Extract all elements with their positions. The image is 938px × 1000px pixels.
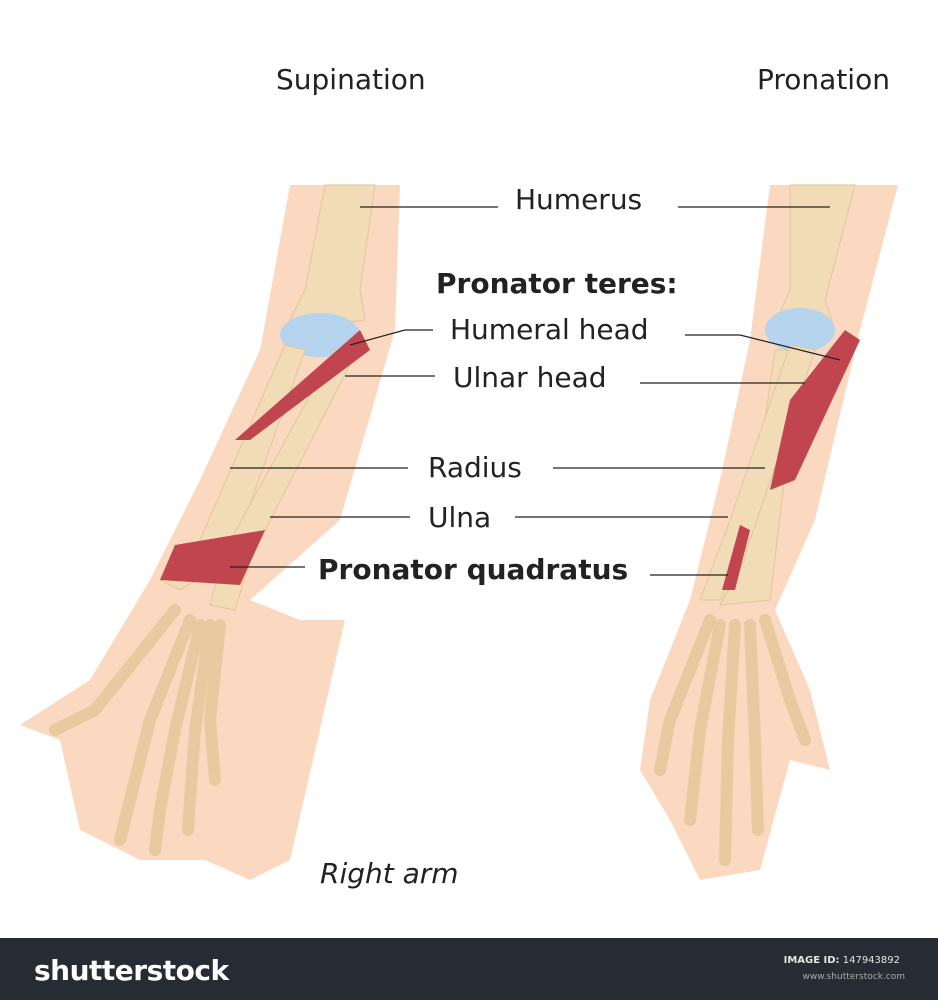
label-pronator-quadratus: Pronator quadratus: [318, 553, 629, 586]
right-pronator-teres: [770, 330, 860, 490]
right-ulna: [699, 344, 816, 601]
label-humerus: Humerus: [515, 183, 643, 216]
left-humerus: [284, 184, 376, 331]
anatomy-illustration: [20, 184, 898, 880]
leader-lines: [230, 206, 841, 576]
image-id: IMAGE ID: 147943892: [784, 955, 900, 966]
label-ulna: Ulna: [428, 501, 492, 534]
left-arm-supination: [20, 184, 400, 880]
left-pronator-teres: [235, 330, 370, 440]
caption-right-arm: Right arm: [320, 857, 459, 890]
left-pronator-quadratus: [160, 530, 265, 585]
label-radius: Radius: [428, 451, 522, 484]
right-pronator-quadratus: [722, 525, 750, 590]
heading-pronation: Pronation: [757, 63, 890, 96]
heading-supination: Supination: [276, 63, 426, 96]
label-ulnar-head: Ulnar head: [453, 361, 607, 394]
shutterstock-logo: shutterstock: [34, 954, 229, 987]
site-url: www.shutterstock.com: [802, 972, 905, 982]
left-elbow-cartilage: [280, 313, 360, 357]
label-humeral-head: Humeral head: [450, 313, 649, 346]
right-elbow-cartilage: [765, 308, 835, 352]
footer-bar: shutterstock IMAGE ID: 147943892 www.shu…: [0, 938, 938, 1000]
right-arm-pronation: [640, 184, 898, 880]
image-id-value: 147943892: [842, 955, 900, 966]
image-id-label: IMAGE ID:: [783, 955, 840, 966]
label-pronator-teres: Pronator teres:: [436, 267, 678, 300]
left-hand-bones: [49, 604, 226, 856]
right-hand-bones: [654, 614, 811, 866]
